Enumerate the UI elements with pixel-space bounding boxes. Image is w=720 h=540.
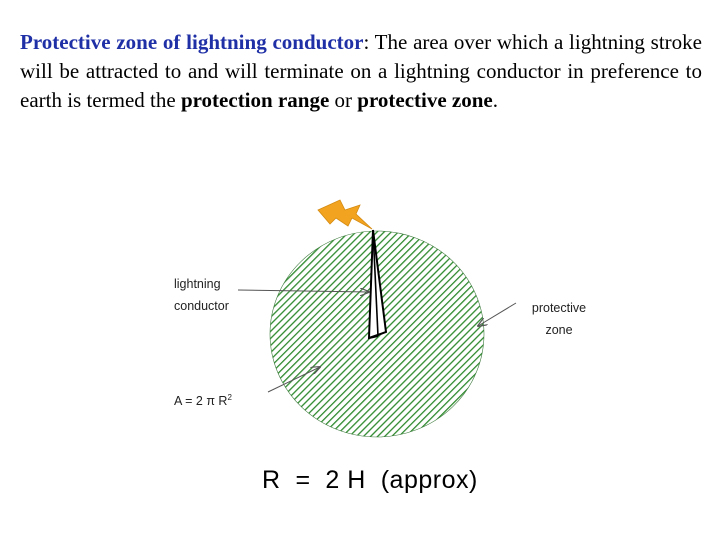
area-formula-exponent: 2 <box>227 393 231 402</box>
zone-label-line2: zone <box>523 319 595 341</box>
area-formula: A = 2 π R2 <box>174 393 232 408</box>
lightning-bolt-icon <box>318 200 372 229</box>
conductor-label: lightning conductor <box>174 273 229 317</box>
conductor-label-line2: conductor <box>174 295 229 317</box>
radius-formula: R = 2 H (approx) <box>262 466 478 495</box>
zone-arrow <box>478 303 516 326</box>
zone-label-line1: protective <box>523 297 595 319</box>
conductor-label-line1: lightning <box>174 273 229 295</box>
area-formula-base: A = 2 π R <box>174 394 227 408</box>
zone-label: protective zone <box>523 297 595 341</box>
